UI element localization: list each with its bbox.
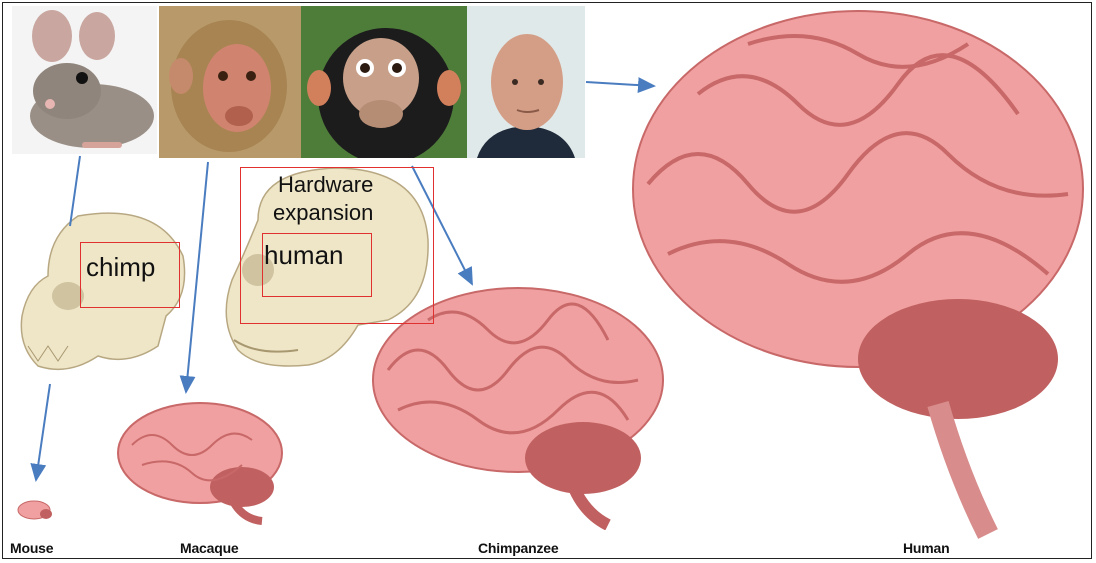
chimpanzee-label: Chimpanzee [478, 540, 558, 556]
hardware-expansion-line1: Hardware [278, 172, 373, 198]
mouse-brain-arrow [36, 384, 50, 480]
hardware-expansion-line2: expansion [273, 200, 373, 226]
macaque-label: Macaque [180, 540, 239, 556]
human-box-label: human [264, 240, 344, 271]
chimp-box-label: chimp [86, 252, 155, 283]
mouse-to-skull-arrow [70, 156, 80, 226]
human-label: Human [903, 540, 949, 556]
macaque-brain-arrow [186, 162, 208, 392]
human-brain-arrow [586, 82, 654, 86]
mouse-label: Mouse [10, 540, 53, 556]
